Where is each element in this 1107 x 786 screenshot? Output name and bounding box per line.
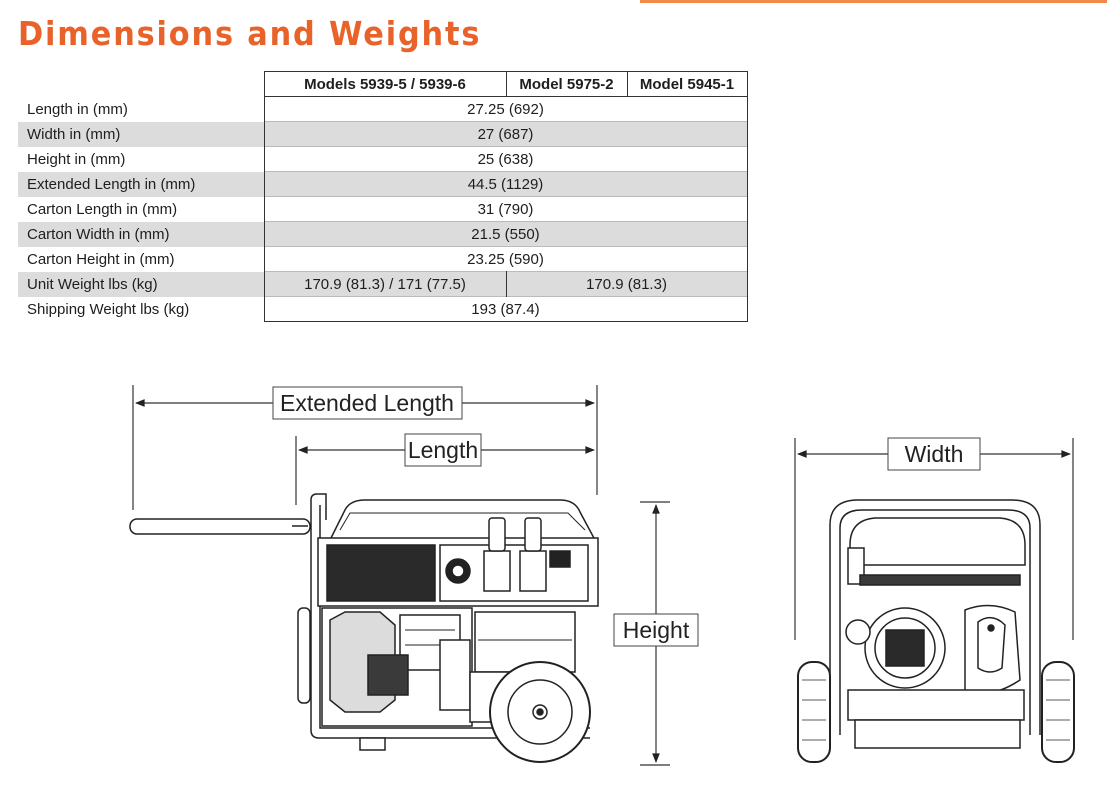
row-value-length: 27.25 (692) bbox=[263, 96, 748, 122]
row-value-carton-height: 23.25 (590) bbox=[263, 246, 748, 272]
table-row: Length in (mm) 27.25 (692) bbox=[18, 96, 748, 122]
row-value-width: 27 (687) bbox=[263, 121, 748, 147]
row-label-extended-length: Extended Length in (mm) bbox=[18, 171, 264, 197]
width-dimension bbox=[794, 438, 1074, 640]
length-dimension bbox=[295, 436, 595, 505]
table-row: Unit Weight lbs (kg) 170.9 (81.3) / 171 … bbox=[18, 271, 748, 297]
extended-length-dimension bbox=[132, 385, 598, 510]
header-models-5939: Models 5939-5 / 5939-6 bbox=[263, 71, 507, 97]
height-label-box bbox=[613, 613, 699, 647]
generator-front-view bbox=[797, 499, 1075, 763]
dimensions-table: Models 5939-5 / 5939-6 Model 5975-2 Mode… bbox=[18, 71, 748, 322]
row-value-carton-width: 21.5 (550) bbox=[263, 221, 748, 247]
row-label-carton-height: Carton Height in (mm) bbox=[27, 250, 175, 268]
height-dimension bbox=[640, 501, 670, 766]
page-title: Dimensions and Weights bbox=[18, 14, 482, 53]
row-label-shipping-weight: Shipping Weight lbs (kg) bbox=[27, 300, 190, 318]
table-row: Extended Length in (mm) 44.5 (1129) bbox=[18, 171, 748, 197]
extended-length-label: Extended Length bbox=[280, 390, 454, 416]
length-label-box bbox=[404, 433, 482, 467]
row-label-height: Height in (mm) bbox=[27, 150, 126, 168]
row-label-carton-length: Carton Length in (mm) bbox=[27, 200, 178, 218]
row-value-carton-length: 31 (790) bbox=[263, 196, 748, 222]
row-label-carton-width: Carton Width in (mm) bbox=[18, 221, 264, 247]
extended-length-label-box bbox=[272, 386, 463, 420]
row-value-unit-weight-5975-5945: 170.9 (81.3) bbox=[505, 271, 748, 297]
row-label-length: Length in (mm) bbox=[27, 100, 128, 118]
width-label: Width bbox=[905, 441, 964, 467]
height-label: Height bbox=[623, 617, 690, 643]
row-label-unit-weight: Unit Weight lbs (kg) bbox=[18, 271, 264, 297]
length-label: Length bbox=[408, 437, 478, 463]
width-label-box bbox=[887, 437, 981, 471]
table-row: Height in (mm) 25 (638) bbox=[18, 146, 748, 172]
row-value-height: 25 (638) bbox=[263, 146, 748, 172]
table-row: Carton Width in (mm) 21.5 (550) bbox=[18, 221, 748, 247]
table-row: Carton Length in (mm) 31 (790) bbox=[18, 196, 748, 222]
top-accent-rule bbox=[640, 0, 1107, 3]
generator-side-view bbox=[129, 493, 599, 763]
row-label-width: Width in (mm) bbox=[18, 121, 264, 147]
table-row: Width in (mm) 27 (687) bbox=[18, 121, 748, 147]
row-value-shipping-weight: 193 (87.4) bbox=[263, 296, 748, 322]
row-value-unit-weight-5939: 170.9 (81.3) / 171 (77.5) bbox=[263, 271, 507, 297]
table-row: Shipping Weight lbs (kg) 193 (87.4) bbox=[18, 296, 748, 322]
table-row: Carton Height in (mm) 23.25 (590) bbox=[18, 246, 748, 272]
table-header-row: Models 5939-5 / 5939-6 Model 5975-2 Mode… bbox=[18, 71, 748, 97]
header-model-5975: Model 5975-2 bbox=[505, 71, 628, 97]
header-model-5945: Model 5945-1 bbox=[626, 71, 748, 97]
row-value-extended-length: 44.5 (1129) bbox=[263, 171, 748, 197]
